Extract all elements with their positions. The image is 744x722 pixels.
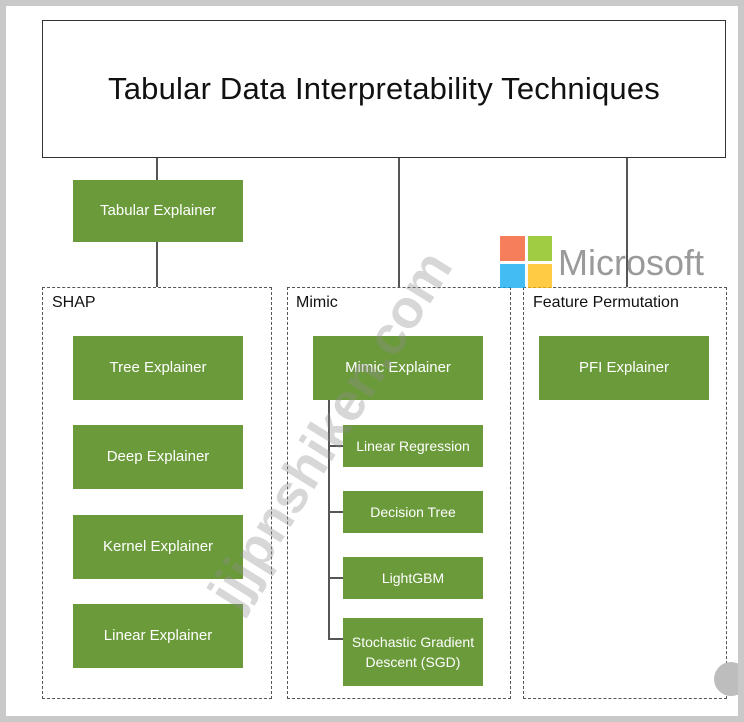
microsoft-logo-icon — [500, 236, 552, 288]
deep-explainer-label: Deep Explainer — [106, 448, 210, 465]
mimic-tree-trunk — [328, 400, 330, 638]
mimic-explainer-box: Mimic Explainer — [313, 336, 483, 400]
logo-square-yellow — [527, 263, 552, 288]
mimic-branch-4 — [328, 638, 343, 640]
linear-regression-box: Linear Regression — [343, 425, 483, 467]
sgd-box: Stochastic Gradient Descent (SGD) — [343, 618, 483, 686]
kernel-explainer-box: Kernel Explainer — [73, 515, 243, 579]
tree-explainer-label: Tree Explainer — [109, 359, 207, 376]
pfi-explainer-label: PFI Explainer — [578, 359, 670, 376]
shap-group-label: SHAP — [52, 294, 96, 311]
corner-badge-icon — [714, 662, 738, 696]
lightgbm-box: LightGBM — [343, 557, 483, 599]
connector-title-to-pfi — [626, 158, 628, 287]
shap-group — [42, 287, 272, 699]
mimic-branch-2 — [328, 511, 343, 513]
feature-permutation-group — [523, 287, 727, 699]
tabular-explainer-label: Tabular Explainer — [100, 202, 216, 219]
decision-tree-box: Decision Tree — [343, 491, 483, 533]
deep-explainer-box: Deep Explainer — [73, 425, 243, 489]
feature-permutation-group-label: Feature Permutation — [533, 294, 679, 311]
pfi-explainer-box: PFI Explainer — [539, 336, 709, 400]
tabular-explainer-box: Tabular Explainer — [73, 180, 243, 242]
microsoft-watermark-text: Microsoft — [558, 242, 705, 283]
connector-tabular-to-shap — [156, 242, 158, 287]
mimic-branch-3 — [328, 577, 343, 579]
mimic-group — [287, 287, 511, 699]
tree-explainer-box: Tree Explainer — [73, 336, 243, 400]
kernel-explainer-label: Kernel Explainer — [102, 538, 214, 555]
title-box: Tabular Data Interpretability Techniques — [42, 20, 726, 158]
logo-square-green — [527, 236, 552, 261]
logo-square-red — [500, 236, 525, 261]
decision-tree-label: Decision Tree — [370, 504, 456, 520]
linear-regression-label: Linear Regression — [356, 438, 470, 454]
connector-title-to-tabular — [156, 158, 158, 180]
logo-square-blue — [500, 263, 525, 288]
diagram-title: Tabular Data Interpretability Techniques — [108, 71, 660, 106]
linear-explainer-label: Linear Explainer — [103, 627, 213, 644]
mimic-branch-1 — [328, 445, 343, 447]
mimic-explainer-label: Mimic Explainer — [345, 359, 451, 376]
mimic-group-label: Mimic — [296, 294, 338, 311]
linear-explainer-box: Linear Explainer — [73, 604, 243, 668]
connector-title-to-mimic — [398, 158, 400, 287]
lightgbm-label: LightGBM — [381, 570, 445, 586]
sgd-label: Stochastic Gradient Descent (SGD) — [351, 634, 475, 670]
